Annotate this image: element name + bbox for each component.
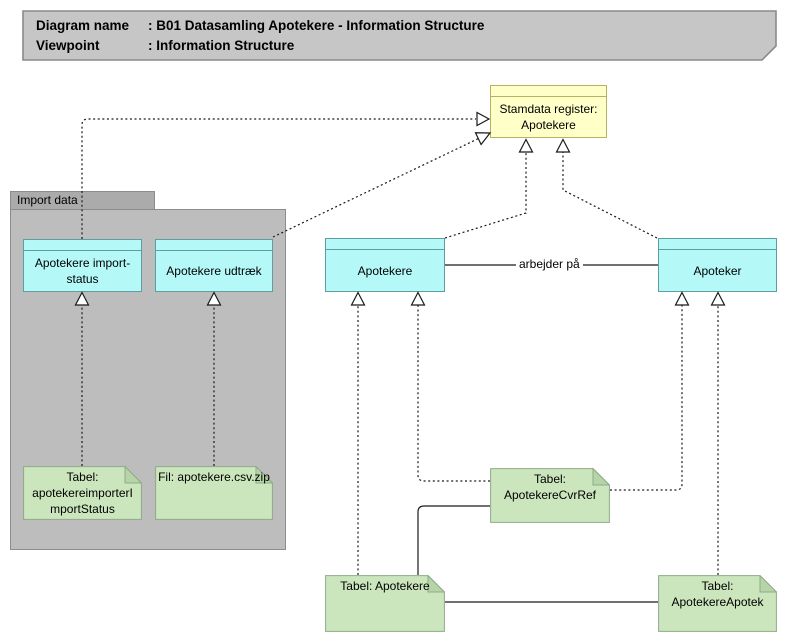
note-background-shape [23, 466, 142, 520]
realization-arrowhead [474, 132, 492, 146]
data-object-header-strip [659, 239, 776, 250]
note-background-shape [155, 466, 273, 520]
note-label: Tabel: Apotekere [340, 579, 430, 593]
data-object-stamdata-register[interactable]: Stamdata register: Apotekere [490, 85, 607, 138]
diagram-title-banner: Diagram name: B01 Datasamling Apotekere … [22, 10, 778, 62]
banner-label: Viewpoint [36, 38, 100, 53]
data-object-apotekere-udtraek[interactable]: Apotekere udtræk [155, 239, 273, 292]
note-tabel-apotekerecvrref[interactable]: Tabel: ApotekereCvrRef [490, 468, 610, 523]
note-label: Fil: apotekere.csv.zip [158, 470, 270, 484]
banner-separator: : [148, 38, 153, 53]
note-tabel-apotekereapotek[interactable]: Tabel: ApotekereApotek [658, 575, 777, 632]
data-object-apotekere[interactable]: Apotekere [325, 238, 445, 292]
group-import-data-tab[interactable]: Import data [10, 191, 155, 210]
realization-cvrref-to-apotekere [417, 305, 490, 482]
association-label-arbejder-paa: arbejder på [516, 257, 583, 271]
realization-apoteker-to-stamdata [562, 152, 658, 239]
data-object-apotekere-import-status[interactable]: Apotekere import- status [23, 239, 142, 292]
realization-arrowhead [710, 291, 726, 306]
banner-value: B01 Datasamling Apotekere - Information … [156, 18, 485, 33]
data-object-label: Apotekere import- status [34, 256, 131, 286]
realization-udtraek-to-stamdata [272, 138, 479, 238]
association-cvrref-tabel-apotekere [417, 505, 490, 575]
note-background-shape [325, 575, 445, 632]
banner-label: Diagram name [36, 18, 130, 33]
data-object-label: Apotekere udtræk [166, 264, 262, 278]
banner-row-viewpoint: Viewpoint: Information Structure [36, 36, 484, 56]
realization-arrowhead [674, 291, 690, 306]
banner-text: Diagram name: B01 Datasamling Apotekere … [36, 16, 484, 56]
note-label: Tabel: apotekereimporterI mportStatus [32, 470, 133, 516]
data-object-header-strip [326, 239, 444, 250]
data-object-header-strip [491, 86, 606, 97]
note-label: Tabel: ApotekereCvrRef [503, 472, 597, 502]
note-background-shape [490, 468, 610, 523]
realization-arrowhead [350, 291, 366, 306]
data-object-label: Stamdata register: Apotekere [499, 102, 598, 132]
banner-row-diagram-name: Diagram name: B01 Datasamling Apotekere … [36, 16, 484, 36]
banner-separator: : [148, 18, 153, 33]
banner-value: Information Structure [156, 38, 295, 53]
banner-background-shape [22, 10, 777, 61]
realization-arrowhead [410, 291, 426, 306]
data-object-apoteker[interactable]: Apoteker [658, 238, 777, 292]
note-tabel-apotekereimporterimportstatus[interactable]: Tabel: apotekereimporterI mportStatus [23, 466, 142, 520]
realization-arrowhead [476, 111, 491, 127]
data-object-label: Apotekere [357, 263, 413, 278]
data-object-header-strip [24, 240, 141, 251]
realization-cvrref-to-apoteker [610, 305, 683, 491]
note-label: Tabel: ApotekereApotek [671, 579, 764, 609]
note-background-shape [658, 575, 777, 632]
note-tabel-apotekere[interactable]: Tabel: Apotekere [325, 575, 445, 632]
group-label: Import data [17, 193, 78, 207]
data-object-header-strip [156, 240, 272, 251]
realization-arrowhead [518, 138, 534, 153]
data-object-label: Apoteker [693, 263, 742, 278]
realization-arrowhead [555, 138, 571, 153]
realization-apotekere-to-stamdata [444, 152, 527, 239]
note-fil-apotekere-csv-zip[interactable]: Fil: apotekere.csv.zip [155, 466, 273, 520]
